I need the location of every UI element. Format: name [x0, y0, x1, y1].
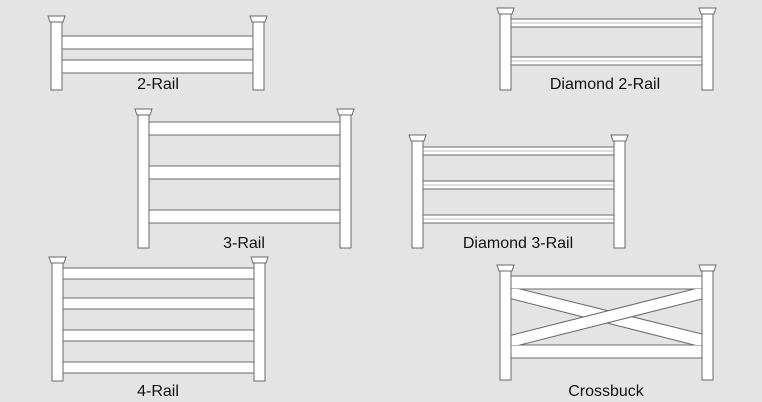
post-cap-right	[610, 134, 629, 142]
fence-post-right	[701, 270, 714, 381]
fence-diamond-3-rail	[408, 134, 630, 250]
fence-post-left	[411, 140, 424, 249]
post-cap-right	[249, 15, 268, 23]
fence-rail	[59, 59, 257, 74]
fence-post-left	[499, 13, 512, 91]
fence-crossbuck-drawing	[496, 264, 717, 381]
label-2-rail: 2-Rail	[137, 76, 179, 93]
fence-rail	[145, 165, 345, 180]
fence-4-rail	[48, 256, 270, 384]
fence-2-rail-drawing	[47, 15, 268, 91]
fence-post-right	[253, 262, 266, 382]
fence-rail	[145, 209, 345, 224]
fence-crossbuck	[496, 264, 718, 384]
label-crossbuck: Crossbuck	[568, 383, 644, 400]
fence-diamond-3-rail-drawing	[408, 134, 629, 249]
label-4-rail: 4-Rail	[137, 383, 179, 400]
label-diamond-3-rail: Diamond 3-Rail	[462, 235, 574, 252]
post-cap-left	[408, 134, 427, 142]
fence-post-left	[499, 270, 512, 381]
post-cap-left	[48, 256, 67, 264]
cross-brace	[508, 289, 706, 345]
fence-post-right	[339, 114, 352, 249]
label-3-rail: 3-Rail	[223, 235, 265, 252]
fence-4-rail-drawing	[48, 256, 269, 382]
fence-post-right	[701, 13, 714, 91]
fence-post-left	[50, 21, 63, 91]
fence-rail	[507, 344, 707, 359]
fence-rail	[59, 267, 259, 280]
fence-rail	[59, 361, 259, 374]
fence-diamond-2-rail-drawing	[496, 7, 717, 91]
post-cap-left	[496, 264, 515, 272]
fence-post-right	[252, 21, 265, 91]
fence-rail	[59, 329, 259, 342]
post-cap-left	[496, 7, 515, 15]
fence-2-rail	[47, 14, 268, 104]
post-cap-left	[47, 15, 66, 23]
fence-diamond-2-rail	[496, 7, 718, 98]
label-diamond-2-rail: Diamond 2-Rail	[549, 76, 661, 93]
fence-post-right	[613, 140, 626, 249]
post-cap-right	[250, 256, 269, 264]
fence-rail	[59, 297, 259, 310]
fence-post-left	[51, 262, 64, 382]
fence-rail	[145, 121, 345, 136]
post-cap-left	[134, 108, 153, 116]
post-cap-right	[698, 7, 717, 15]
fence-3-rail	[134, 108, 356, 250]
fence-rail	[507, 275, 707, 290]
fence-post-left	[137, 114, 150, 249]
fence-3-rail-drawing	[134, 108, 355, 249]
fence-rail	[59, 35, 257, 50]
post-cap-right	[698, 264, 717, 272]
post-cap-right	[336, 108, 355, 116]
